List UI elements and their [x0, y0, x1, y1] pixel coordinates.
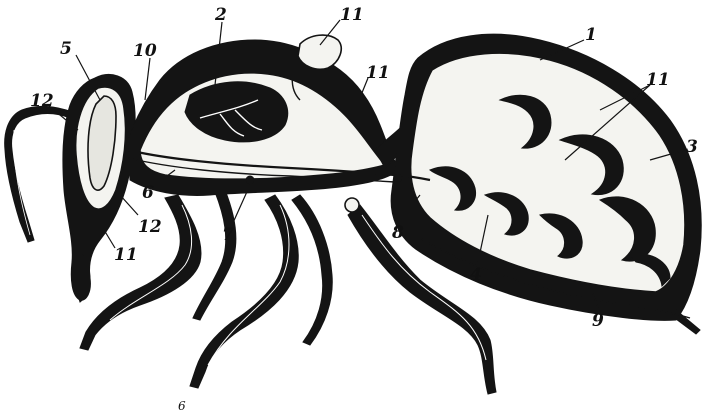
- label-5: 5: [60, 39, 72, 59]
- ganglion: [345, 198, 359, 212]
- label-7: 7: [222, 225, 234, 245]
- label-6: 6: [142, 183, 154, 203]
- middle-leg: [190, 195, 298, 388]
- label-9: 9: [592, 311, 604, 331]
- head: [63, 74, 135, 302]
- label-8: 8: [391, 223, 404, 243]
- label-2: 2: [214, 5, 227, 25]
- label-11-top: 11: [340, 5, 364, 25]
- label-12-head: 12: [30, 91, 54, 111]
- label-10: 10: [133, 41, 157, 61]
- label-12-lower: 12: [138, 217, 162, 237]
- wing-muscle-lobe: [298, 35, 341, 69]
- label-3: 3: [686, 137, 698, 157]
- label-4: 4: [470, 265, 482, 285]
- label-1: 1: [585, 25, 597, 45]
- label-11-head: 11: [114, 245, 138, 265]
- antenna: [5, 106, 72, 242]
- label-6-small: 6: [178, 399, 186, 413]
- label-11-abdomen: 11: [646, 70, 670, 90]
- label-11-thorax: 11: [366, 63, 390, 83]
